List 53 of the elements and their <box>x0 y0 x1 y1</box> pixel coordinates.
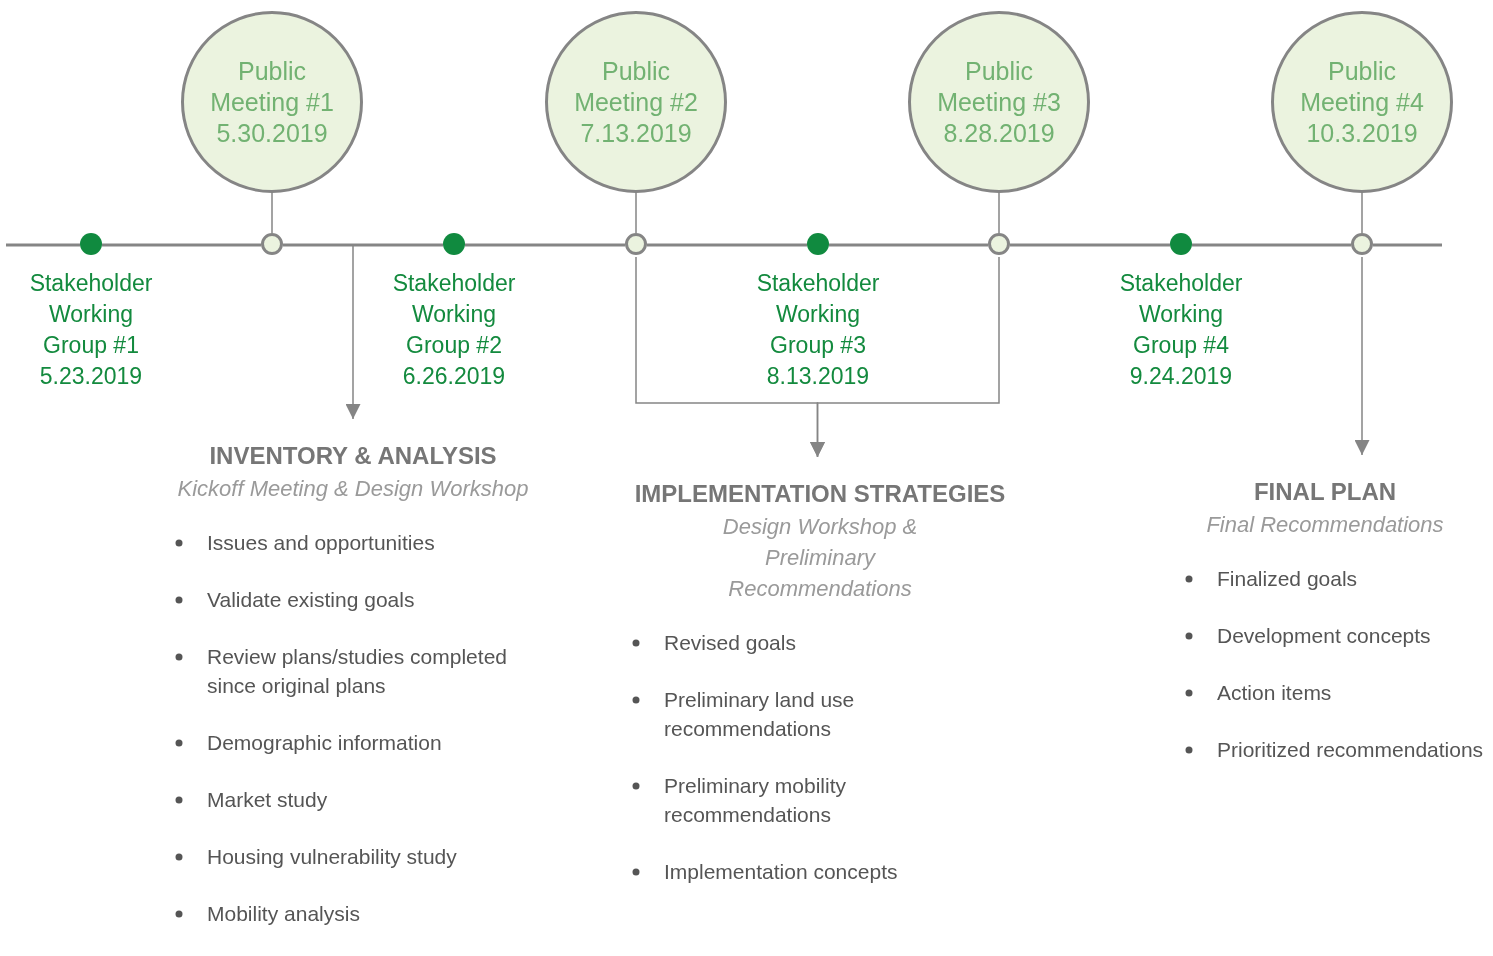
phase-heading: IMPLEMENTATION STRATEGIES <box>634 479 1006 509</box>
connector-line <box>635 192 637 234</box>
phase-heading: INVENTORY & ANALYSIS <box>209 441 497 471</box>
list-item-text: Action items <box>1217 681 1332 704</box>
meeting-label: Public Meeting #2 7.13.2019 <box>573 55 699 149</box>
list-item-text: Housing vulnerability study <box>207 845 457 868</box>
milestone-ring <box>261 233 283 255</box>
milestone-dot <box>807 233 829 255</box>
timeline-line <box>1373 243 1442 247</box>
list-item-text: Validate existing goals <box>207 588 415 611</box>
phase-subtitle: Kickoff Meeting & Design Workshop <box>176 475 530 503</box>
timeline-line <box>1192 243 1351 247</box>
list-item-text: Revised goals <box>664 631 796 654</box>
list-item-text: Implementation concepts <box>664 860 898 883</box>
milestone-dot <box>80 233 102 255</box>
timeline-line <box>647 243 807 247</box>
list-item-text: Preliminary land use recommendations <box>664 688 855 740</box>
arrow <box>810 256 1000 458</box>
milestone-ring <box>625 233 647 255</box>
arrow <box>345 244 361 420</box>
list-item-text: Mobility analysis <box>207 902 360 925</box>
list-item-text: Development concepts <box>1217 624 1431 647</box>
timeline-line <box>102 243 261 247</box>
list-item-text: Issues and opportunities <box>207 531 435 554</box>
meeting-label: Public Meeting #3 8.28.2019 <box>936 55 1062 149</box>
milestone-dot <box>443 233 465 255</box>
list-item-text: Review plans/studies completed since original plans <box>207 645 507 697</box>
timeline-line <box>1010 243 1170 247</box>
meeting-label: Public Meeting #1 5.30.2019 <box>209 55 335 149</box>
group-label: Stakeholder Working Group #2 6.26.2019 <box>391 269 517 391</box>
group-label: Stakeholder Working Group #1 5.23.2019 <box>28 269 154 391</box>
group-label: Stakeholder Working Group #3 8.13.2019 <box>755 269 881 391</box>
milestone-ring <box>1351 233 1373 255</box>
list-item-text: Finalized goals <box>1217 567 1358 590</box>
connector-line <box>271 192 273 234</box>
milestone-ring <box>988 233 1010 255</box>
connector-line <box>998 192 1000 234</box>
group-label: Stakeholder Working Group #4 9.24.2019 <box>1118 269 1244 391</box>
list-item-text: Prioritized recommendations <box>1217 738 1484 761</box>
list-item-text: Demographic information <box>207 731 442 754</box>
timeline-line <box>465 243 625 247</box>
phase-subtitle: Final Recommendations <box>1205 511 1445 539</box>
meeting-label: Public Meeting #4 10.3.2019 <box>1299 55 1425 149</box>
milestone-dot <box>1170 233 1192 255</box>
timeline-line <box>283 243 443 247</box>
arrow <box>1354 256 1370 456</box>
phase-heading: FINAL PLAN <box>1253 477 1397 507</box>
phase-subtitle: Design Workshop & Preliminary Recommendations <box>721 513 919 603</box>
timeline-line <box>829 243 988 247</box>
list-item-text: Market study <box>207 788 328 811</box>
connector-line <box>1361 192 1363 234</box>
timeline-line <box>6 243 80 247</box>
list-item-text: Preliminary mobility recommendations <box>664 774 847 826</box>
